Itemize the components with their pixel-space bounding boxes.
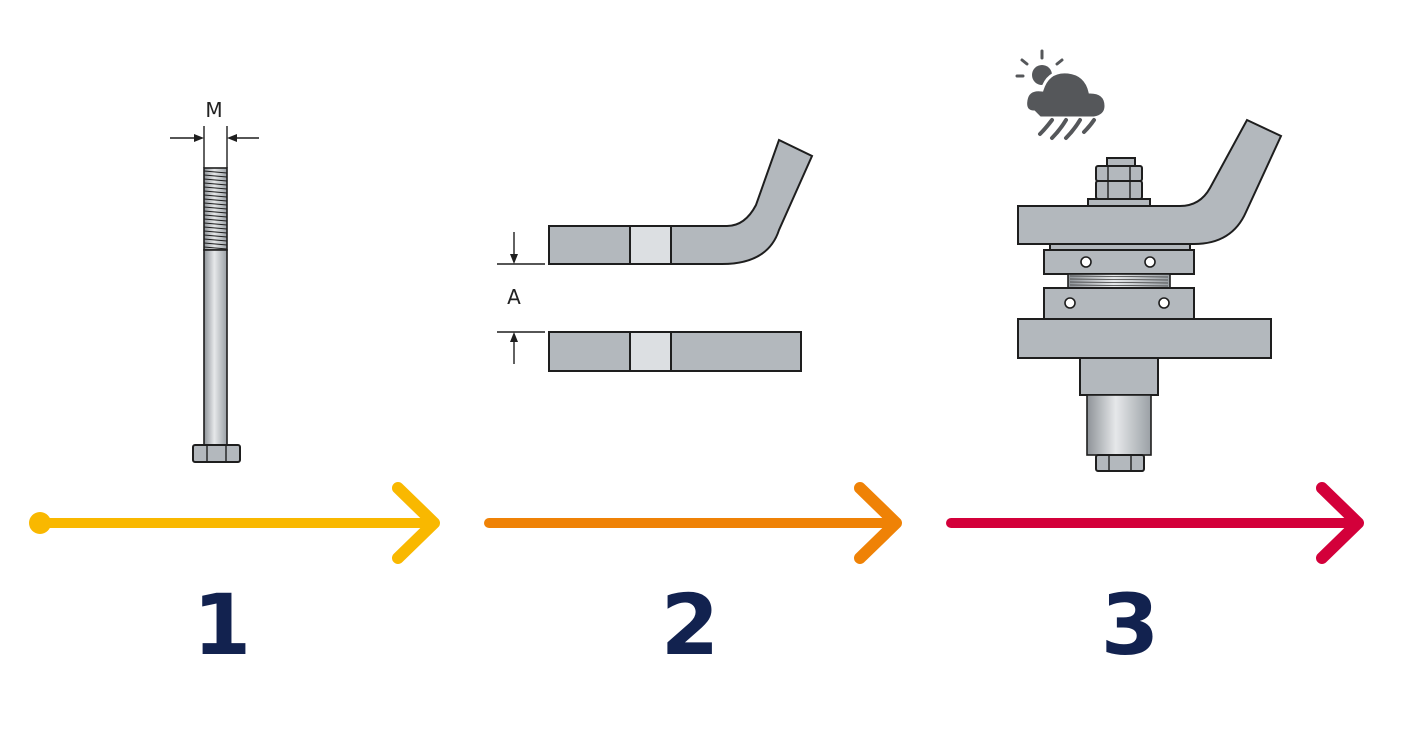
bolt-tip [1106,157,1136,167]
bottom-shaft [1086,394,1152,456]
step-arrow-1 [29,482,440,564]
dimension-arrowhead-top [510,254,518,264]
dimension-arrowhead-right [227,134,237,142]
dimension-label-a: A [507,285,521,309]
step-arrow-3 [946,482,1364,564]
step-number-1: 1 [193,576,251,674]
assembly-busbar-upper [1017,118,1283,245]
bolt-head [192,444,241,463]
top-nut-upper [1095,165,1143,182]
busbar-lower-contact [629,331,672,372]
step-number-2: 2 [661,576,719,674]
busbar-lower [548,331,802,372]
dimension-label-m: M [205,98,222,122]
busbar-gap-illustration: A [497,138,814,372]
step-arrow-2 [484,482,902,564]
bolt-illustration: M [170,98,259,463]
bolted-assembly-illustration [1015,49,1283,472]
busbar-upper-contact [629,225,672,265]
bottom-sleeve [1079,357,1159,396]
dimension-arrowhead-left [194,134,204,142]
assembly-busbar-lower [1017,318,1272,359]
step-number-3: 3 [1101,576,1159,674]
spring-lines [1069,275,1169,287]
top-washer [1087,198,1151,207]
clamp-ring-upper [1043,249,1195,275]
top-nut-lower [1095,180,1143,200]
bolt-thread-lines [203,170,228,250]
weather-sun-cloud-rain-icon [1015,49,1108,140]
bolt-shank [203,249,228,446]
dimension-arrowhead-bottom [510,332,518,342]
bottom-bolt-head [1095,454,1145,472]
busbar-upper [548,138,814,265]
